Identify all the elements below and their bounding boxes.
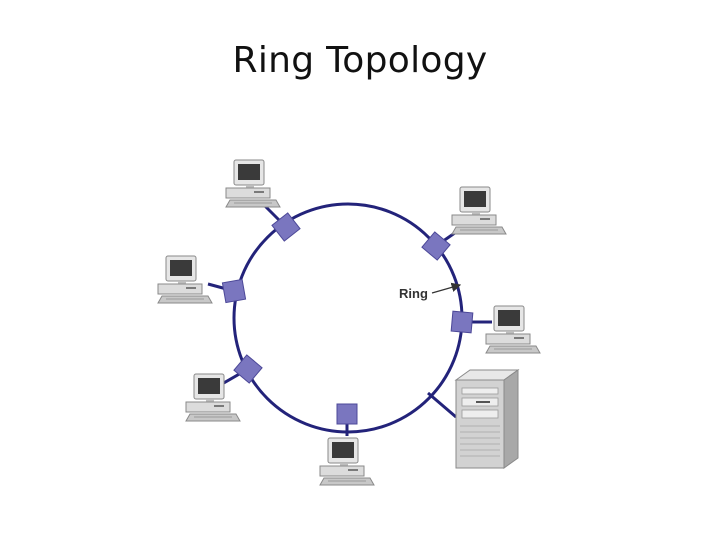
workstation-left xyxy=(157,255,213,304)
slide-title: Ring Topology xyxy=(232,40,488,81)
ring-label-arrow xyxy=(431,282,462,294)
connector-right xyxy=(450,310,474,334)
drop-cable-server xyxy=(427,391,457,419)
workstation-top-right xyxy=(451,186,507,235)
ring-cable xyxy=(232,202,464,434)
server xyxy=(454,369,520,469)
computer-icon xyxy=(451,186,507,235)
workstation-bottom xyxy=(319,437,375,486)
computer-icon xyxy=(485,305,541,354)
computer-icon xyxy=(319,437,375,486)
computer-icon xyxy=(157,255,213,304)
workstation-top-left xyxy=(225,159,281,208)
connector-top-right xyxy=(421,231,451,261)
connector-top-left xyxy=(271,212,301,242)
computer-icon xyxy=(185,373,241,422)
workstation-right xyxy=(485,305,541,354)
connector-lower-left xyxy=(233,354,263,384)
computer-icon xyxy=(225,159,281,208)
server-tower-icon xyxy=(454,369,520,469)
ring-label: Ring xyxy=(399,286,428,301)
connector-left xyxy=(221,278,247,304)
connector-bottom xyxy=(336,403,358,425)
workstation-lower-left xyxy=(185,373,241,422)
